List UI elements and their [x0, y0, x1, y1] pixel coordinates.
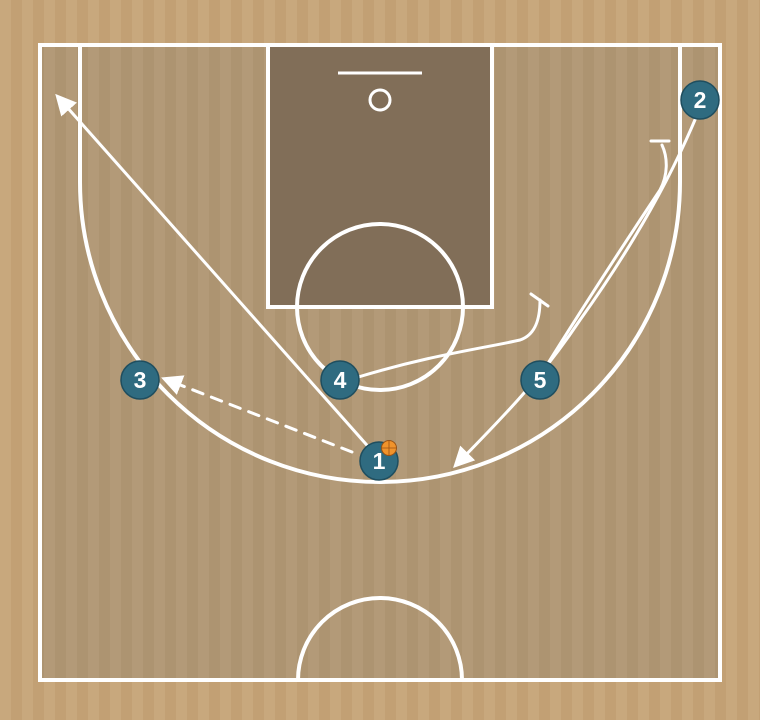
players: 1 2 3 4 5: [120, 80, 720, 481]
center-circle: [296, 596, 464, 681]
free-throw-circle: [295, 222, 465, 392]
cut-1-line: [55, 93, 375, 454]
screen-4-bar: [529, 292, 550, 308]
player-1[interactable]: 1: [359, 440, 399, 481]
player-1-label: 1: [373, 448, 386, 474]
screen-4-path: [353, 298, 542, 380]
pass-1-to-3-line: [161, 375, 354, 454]
court-lines: [38, 43, 722, 682]
screen-5-path: [543, 143, 668, 370]
player-4-label: 4: [334, 367, 347, 393]
play-actions: [55, 93, 699, 469]
player-3-label: 3: [134, 367, 147, 393]
three-point-line: [78, 45, 682, 484]
paint-lines: [266, 43, 494, 309]
player-5-label: 5: [534, 367, 547, 393]
paint-area: [268, 45, 492, 307]
player-2-label: 2: [694, 87, 707, 113]
hoop: [368, 88, 392, 112]
basketball-icon: [381, 440, 397, 456]
player-4[interactable]: 4: [320, 360, 360, 400]
cut-2-path: [453, 113, 699, 469]
player-3[interactable]: 3: [120, 360, 160, 400]
player-2[interactable]: 2: [680, 80, 720, 120]
player-5[interactable]: 5: [520, 360, 560, 400]
